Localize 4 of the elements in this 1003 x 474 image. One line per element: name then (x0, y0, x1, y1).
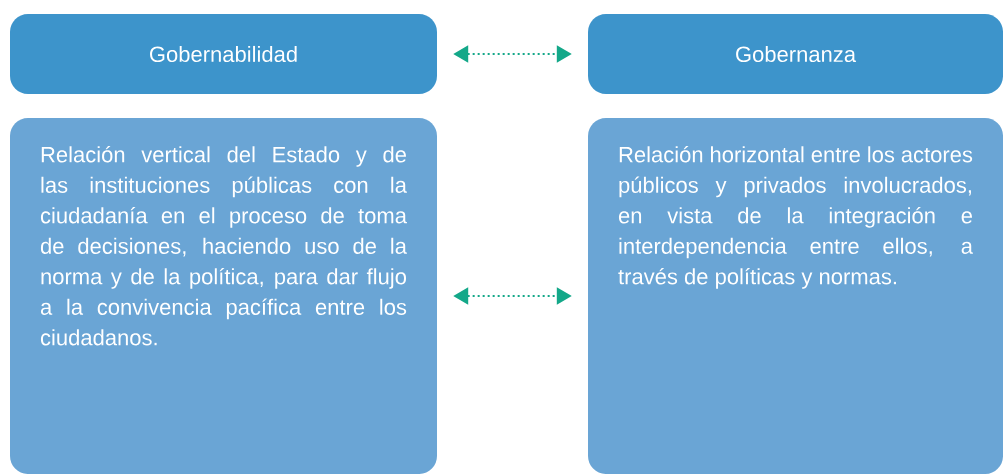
text-box: Relación vertical del Estado y de las instituciones públicas con la ciudadanía en el proceso de toma de decisiones, haciendo uso de la norma y de la política, para dar flujo a la convivencia pacífica entre los ciudadanos. (10, 118, 437, 474)
header-box: Gobernabilidad (10, 14, 437, 94)
text-box: Relación horizontal entre los actores públicos y privados involucrados, en vista de la integración e interdependencia entre ellos, a través de políticas y normas. (588, 118, 1003, 474)
header-box: Gobernanza (588, 14, 1003, 94)
